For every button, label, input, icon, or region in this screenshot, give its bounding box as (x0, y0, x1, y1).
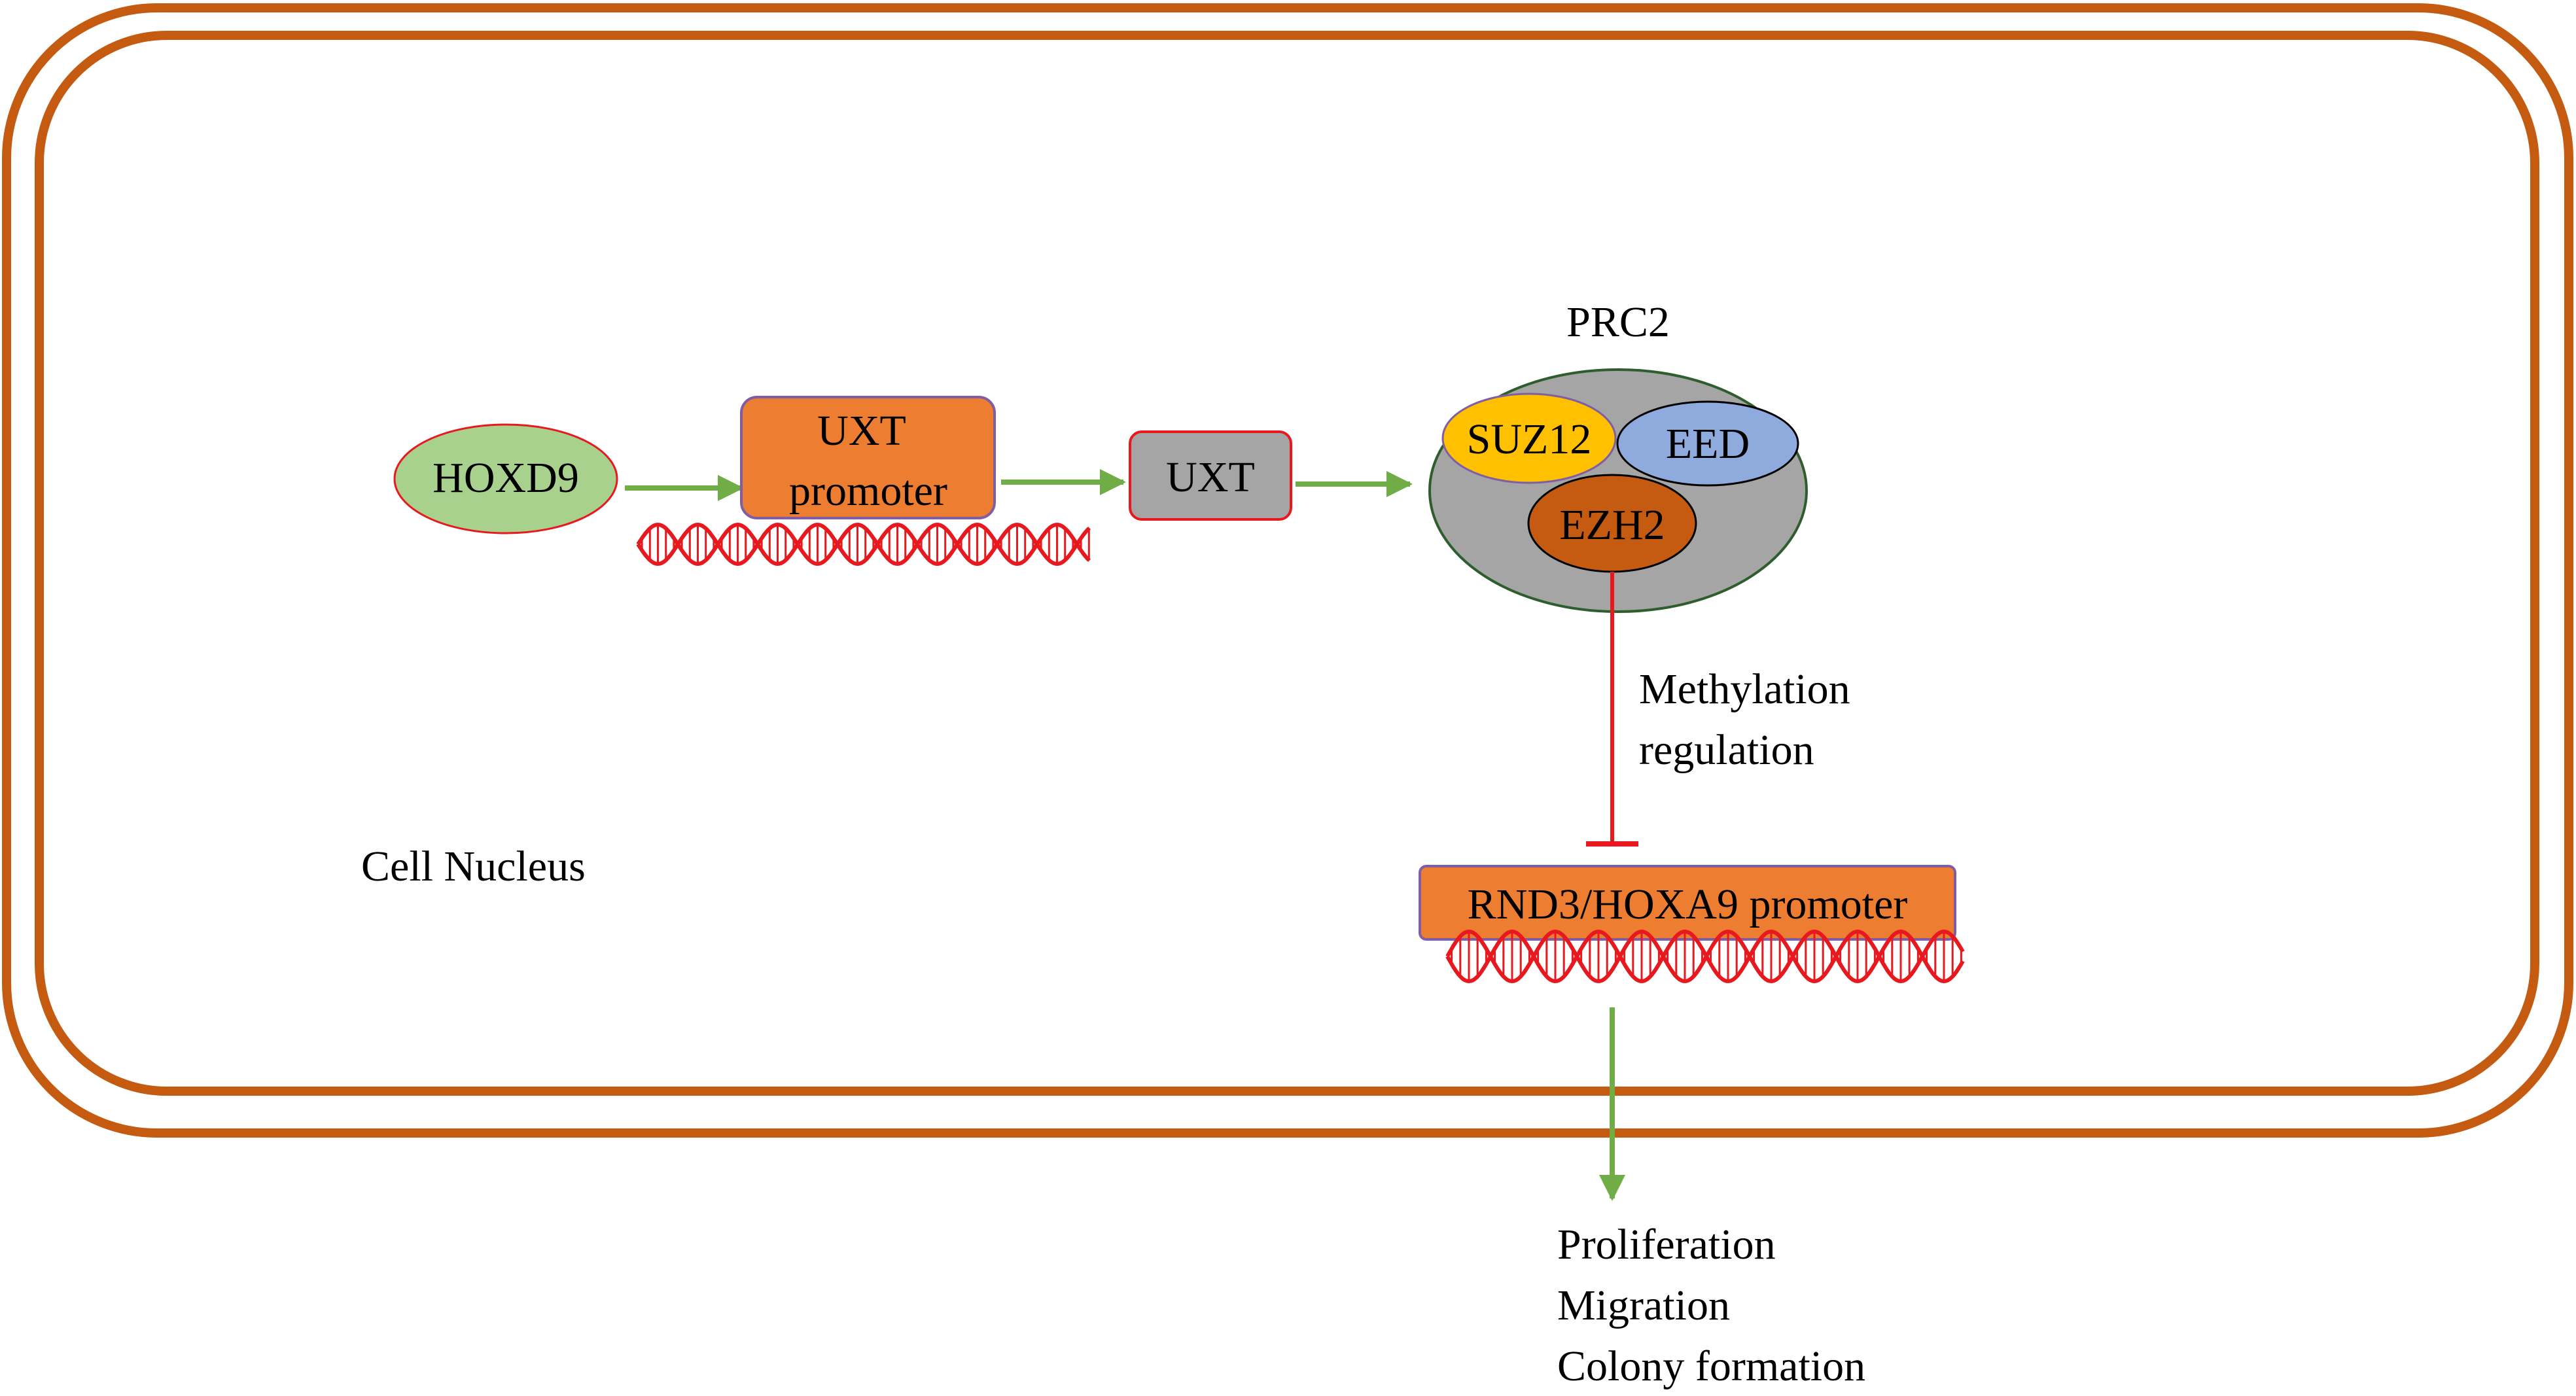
target-promoter-box (1419, 865, 1956, 941)
outcome-proliferation: Proliferation (1557, 1221, 1776, 1268)
uxt-node: UXT (1129, 430, 1292, 521)
hoxd9-label: HOXD9 (432, 454, 579, 502)
uxt-box (1129, 430, 1292, 521)
inhibition-edge: Methylation regulation (1586, 572, 1850, 846)
hoxd9-ellipse (393, 423, 618, 534)
eed-ellipse (1616, 400, 1799, 487)
uxt-label: UXT (1166, 453, 1255, 501)
outcome-colony-formation: Colony formation (1557, 1342, 1865, 1390)
dna-strand (1445, 929, 1965, 984)
inhibition-label-line1: Methylation (1639, 665, 1850, 713)
eed-label: EED (1666, 420, 1750, 468)
uxt-promoter-box (740, 396, 996, 519)
ezh2-label: EZH2 (1559, 501, 1665, 549)
uxt-promoter-label-line2: promoter (789, 467, 947, 515)
dna-strand (636, 522, 1091, 567)
suz12-label: SUZ12 (1467, 415, 1592, 463)
uxt-promoter-label-line1: UXT (817, 407, 906, 455)
target-promoter-node: RND3/HOXA9 promoter (1419, 865, 1956, 941)
uxt-promoter-node: UXT promoter (740, 396, 996, 519)
dna-helix-icon (1445, 929, 1965, 984)
hoxd9-node: HOXD9 (393, 423, 618, 534)
prc2-label: PRC2 (1566, 298, 1670, 346)
suz12-ellipse (1441, 393, 1617, 484)
compartment-label: Cell Nucleus (361, 843, 586, 890)
outcome-list: Proliferation Migration Colony formation (1557, 1221, 1865, 1390)
dna-strand (636, 522, 1091, 567)
nucleus-outer-membrane (2, 3, 2573, 1138)
inhibition-label-line2: regulation (1639, 726, 1814, 774)
dna-helix-icon (636, 522, 1091, 567)
prc2-complex: PRC2 SUZ12 EED EZH2 (1428, 298, 1808, 613)
target-promoter-label: RND3/HOXA9 promoter (1468, 881, 1908, 928)
nucleus-inner-membrane (35, 31, 2539, 1096)
outcome-migration: Migration (1557, 1282, 1730, 1329)
nucleus-membrane (2, 3, 2573, 1138)
